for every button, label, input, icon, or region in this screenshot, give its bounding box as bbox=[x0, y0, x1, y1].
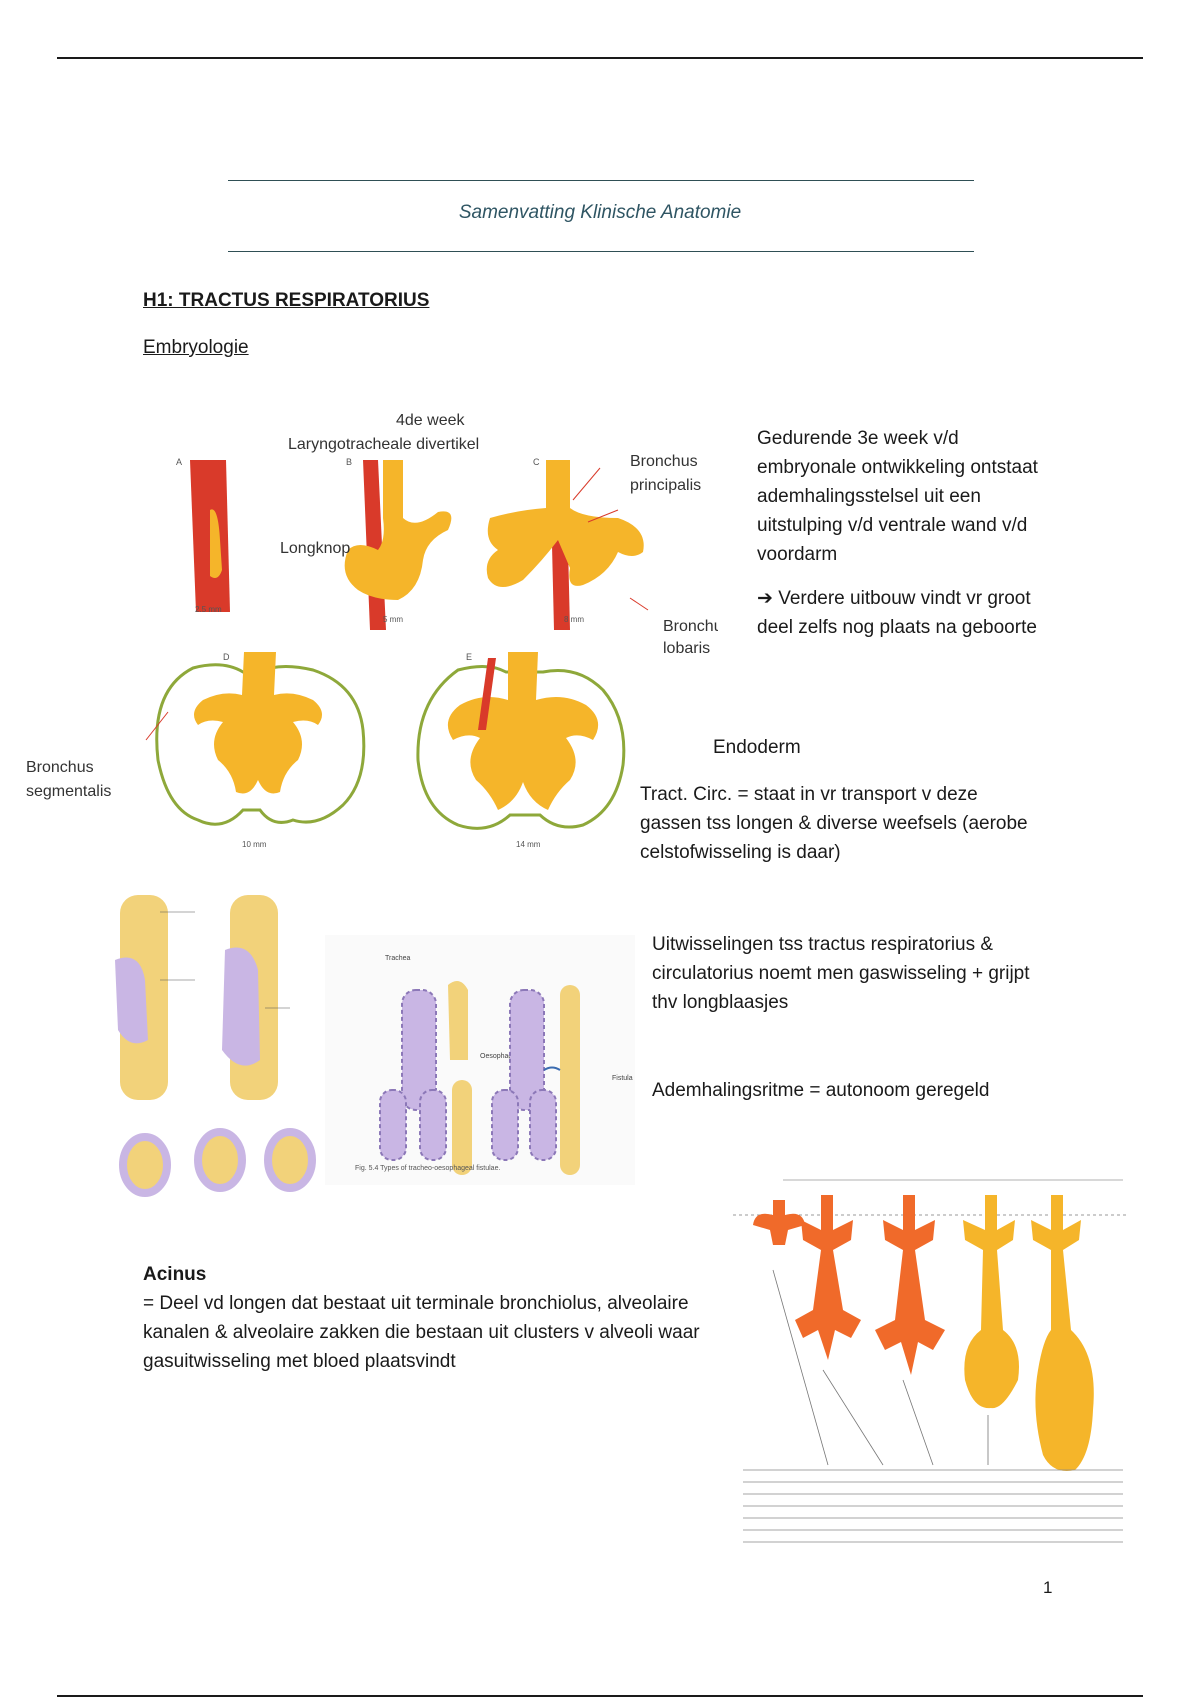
cross-section-2 bbox=[198, 1132, 242, 1188]
document-header-title: Samenvatting Klinische Anatomie bbox=[0, 202, 1200, 224]
divertikel-label: Laryngotracheale divertikel bbox=[288, 436, 479, 453]
uitwisselingen-paragraph: Uitwisselingen tss tractus respiratorius… bbox=[652, 930, 1052, 1017]
acinus-development-figure bbox=[733, 1170, 1128, 1550]
week-label: 4de week bbox=[396, 412, 465, 429]
stage-e-airway bbox=[448, 652, 598, 810]
verdere-text: Verdere uitbouw vindt vr groot deel zelf… bbox=[757, 588, 1037, 638]
acinus-tree-5 bbox=[1031, 1195, 1094, 1471]
stage-label-c: C bbox=[533, 457, 540, 467]
header-rule-bottom bbox=[228, 251, 974, 252]
acinus-definition: = Deel vd longen dat bestaat uit termina… bbox=[143, 1289, 723, 1376]
lung-development-figure: 4de week Laryngotracheale divertikel A B… bbox=[18, 400, 718, 870]
size-e: 14 mm bbox=[516, 840, 541, 849]
header-rule-top bbox=[228, 180, 974, 181]
cross-section-3 bbox=[268, 1132, 312, 1188]
fore-bud-2 bbox=[222, 948, 260, 1066]
bottom-rule bbox=[57, 1695, 1143, 1697]
bronchus-segmentalis-label-2: segmentalis bbox=[26, 783, 111, 800]
lobaris-pointer bbox=[630, 598, 648, 610]
section-heading: Embryologie bbox=[143, 337, 249, 359]
oesophagus-1-lower bbox=[452, 1080, 472, 1175]
top-rule bbox=[57, 57, 1143, 59]
stage-label-e: E bbox=[466, 652, 472, 662]
fistula-caption: Fig. 5.4 Types of tracheo-oesophageal fi… bbox=[355, 1165, 500, 1172]
arrow-icon: ➔ bbox=[757, 588, 773, 609]
page-number: 1 bbox=[1043, 1578, 1052, 1598]
size-c: 8 mm bbox=[564, 615, 584, 624]
principalis-pointer bbox=[573, 468, 600, 500]
trachea-label: Trachea bbox=[385, 955, 411, 962]
size-a: 2.5 mm bbox=[195, 605, 222, 614]
acinus-title: Acinus bbox=[143, 1260, 206, 1289]
fistula-panel-bg bbox=[325, 935, 635, 1185]
longknop-label: Longknop bbox=[280, 540, 350, 557]
stage-b-lungbud bbox=[345, 460, 452, 600]
bronchus-lobaris-label-2: lobaris bbox=[663, 640, 710, 657]
tract-circ-paragraph: Tract. Circ. = staat in vr transport v d… bbox=[640, 780, 1030, 867]
verdere-paragraph: ➔ Verdere uitbouw vindt vr groot deel ze… bbox=[757, 584, 1057, 642]
bronchus-principalis-label-1: Bronchus bbox=[630, 453, 698, 470]
acinus-tree-3 bbox=[875, 1195, 945, 1375]
tracheo-oesophageal-figure: Trachea Oesophagus Fistula Fig. 5.4 Type… bbox=[100, 890, 640, 1215]
stage-label-d: D bbox=[223, 652, 230, 662]
cross-section-1 bbox=[123, 1137, 167, 1193]
acinus-tree-4 bbox=[963, 1195, 1019, 1408]
size-b: 5 mm bbox=[383, 615, 403, 624]
acinus-table bbox=[743, 1470, 1123, 1542]
stage-label-b: B bbox=[346, 457, 352, 467]
oesophagus-2 bbox=[560, 985, 580, 1175]
gedurende-paragraph: Gedurende 3e week v/d embryonale ontwikk… bbox=[757, 424, 1057, 569]
oesophagus-1 bbox=[448, 981, 468, 1060]
fistula-label: Fistula bbox=[612, 1075, 633, 1082]
bronchus-principalis-label-2: principalis bbox=[630, 477, 701, 494]
bronchus-lobaris-label-1: Bronchus bbox=[663, 618, 718, 635]
stage-label-a: A bbox=[176, 457, 182, 467]
size-d: 10 mm bbox=[242, 840, 267, 849]
acinus-tree-1 bbox=[753, 1200, 805, 1245]
endoderm-label: Endoderm bbox=[713, 733, 801, 762]
bronchus-segmentalis-label-1: Bronchus bbox=[26, 759, 94, 776]
chapter-heading: H1: TRACTUS RESPIRATORIUS bbox=[143, 290, 429, 312]
acinus-tree-2 bbox=[795, 1195, 861, 1360]
ademhalingsritme-paragraph: Ademhalingsritme = autonoom geregeld bbox=[652, 1076, 1072, 1105]
stage-d-airway bbox=[194, 652, 322, 794]
